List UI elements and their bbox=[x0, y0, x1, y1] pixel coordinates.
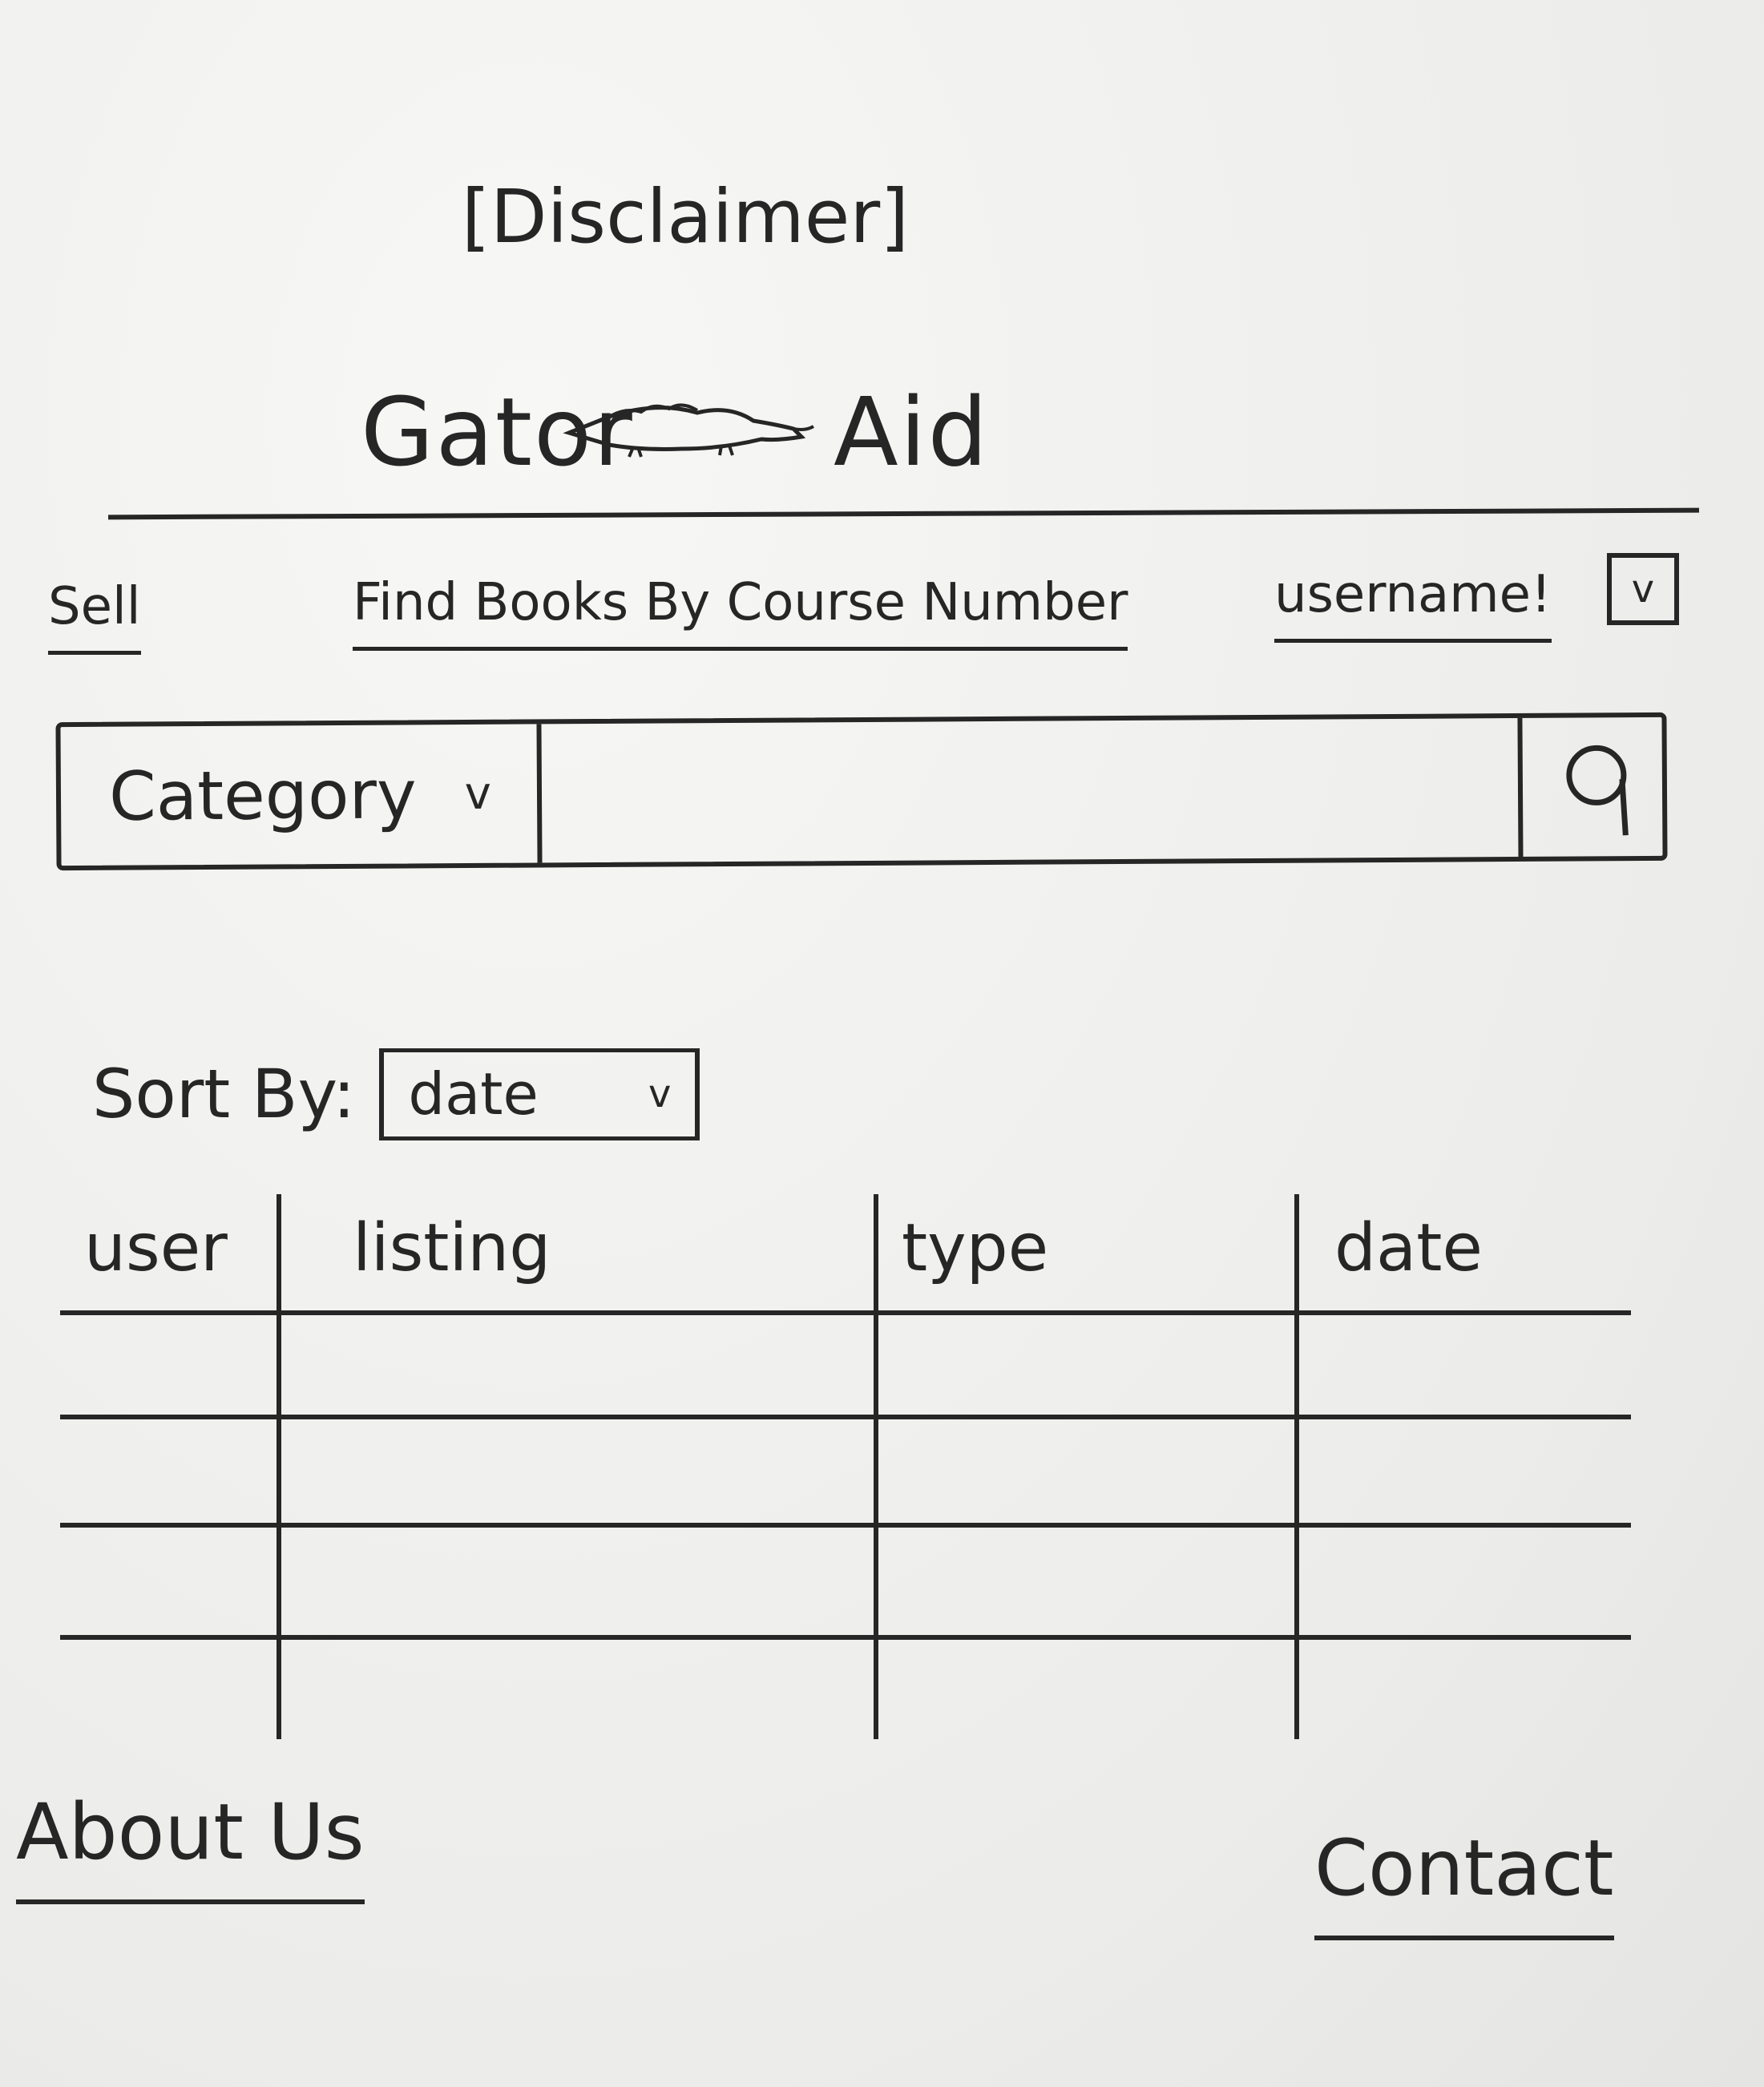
table-cell-date[interactable] bbox=[1299, 1528, 1631, 1635]
column-divider bbox=[874, 1194, 878, 1739]
sort-row: Sort By: date v bbox=[92, 1042, 700, 1146]
search-button[interactable] bbox=[1517, 717, 1663, 857]
table-cell-type[interactable] bbox=[878, 1315, 1294, 1415]
alligator-icon bbox=[563, 403, 815, 458]
table-cell-date[interactable] bbox=[1299, 1640, 1631, 1739]
listings-table: user listing type date bbox=[60, 1194, 1631, 1739]
chevron-down-icon: v bbox=[464, 767, 492, 821]
column-header-date[interactable]: date bbox=[1334, 1210, 1483, 1286]
column-divider bbox=[277, 1194, 281, 1739]
user-menu-dropdown[interactable]: v bbox=[1607, 553, 1679, 625]
header-row-divider bbox=[60, 1310, 1631, 1315]
chevron-down-icon: v bbox=[648, 1072, 672, 1116]
footer-about-link[interactable]: About Us bbox=[16, 1787, 365, 1904]
table-cell-listing[interactable] bbox=[281, 1315, 874, 1415]
chevron-down-icon: v bbox=[1631, 567, 1655, 612]
row-divider bbox=[60, 1523, 1631, 1528]
nav-username-link[interactable]: username! bbox=[1274, 565, 1552, 643]
search-icon bbox=[1566, 745, 1629, 835]
table-cell-user[interactable] bbox=[60, 1528, 277, 1635]
disclaimer-text: [Disclaimer] bbox=[461, 173, 910, 260]
table-cell-listing[interactable] bbox=[281, 1640, 874, 1739]
row-divider bbox=[60, 1415, 1631, 1419]
sort-selected-value: date bbox=[408, 1060, 539, 1128]
table-cell-type[interactable] bbox=[878, 1419, 1294, 1523]
table-cell-user[interactable] bbox=[60, 1419, 277, 1523]
table-cell-listing[interactable] bbox=[281, 1419, 874, 1523]
site-logo[interactable]: Gator Aid bbox=[361, 353, 990, 505]
nav-sell-link[interactable]: Sell bbox=[48, 577, 141, 655]
search-bar: Category v bbox=[55, 712, 1668, 871]
header-divider bbox=[107, 507, 1700, 520]
column-header-listing[interactable]: listing bbox=[353, 1210, 551, 1286]
footer-contact-link[interactable]: Contact bbox=[1314, 1823, 1614, 1940]
table-cell-type[interactable] bbox=[878, 1528, 1294, 1635]
table-cell-user[interactable] bbox=[60, 1315, 277, 1415]
sort-by-label: Sort By: bbox=[92, 1055, 356, 1133]
category-select[interactable]: Category v bbox=[60, 724, 543, 866]
sort-select[interactable]: date v bbox=[379, 1048, 700, 1140]
table-cell-user[interactable] bbox=[60, 1640, 277, 1739]
table-cell-type[interactable] bbox=[878, 1640, 1294, 1739]
nav-find-books-link[interactable]: Find Books By Course Number bbox=[353, 573, 1128, 651]
table-cell-listing[interactable] bbox=[281, 1528, 874, 1635]
column-header-user[interactable]: user bbox=[84, 1210, 228, 1286]
logo-right-word: Aid bbox=[834, 377, 990, 487]
column-header-type[interactable]: type bbox=[902, 1210, 1049, 1286]
logo-left-word: Gator bbox=[361, 377, 634, 487]
row-divider bbox=[60, 1635, 1631, 1640]
column-divider bbox=[1294, 1194, 1299, 1739]
category-select-label: Category bbox=[108, 754, 418, 836]
search-input[interactable] bbox=[541, 717, 1576, 863]
table-cell-date[interactable] bbox=[1299, 1315, 1631, 1415]
table-cell-date[interactable] bbox=[1299, 1419, 1631, 1523]
